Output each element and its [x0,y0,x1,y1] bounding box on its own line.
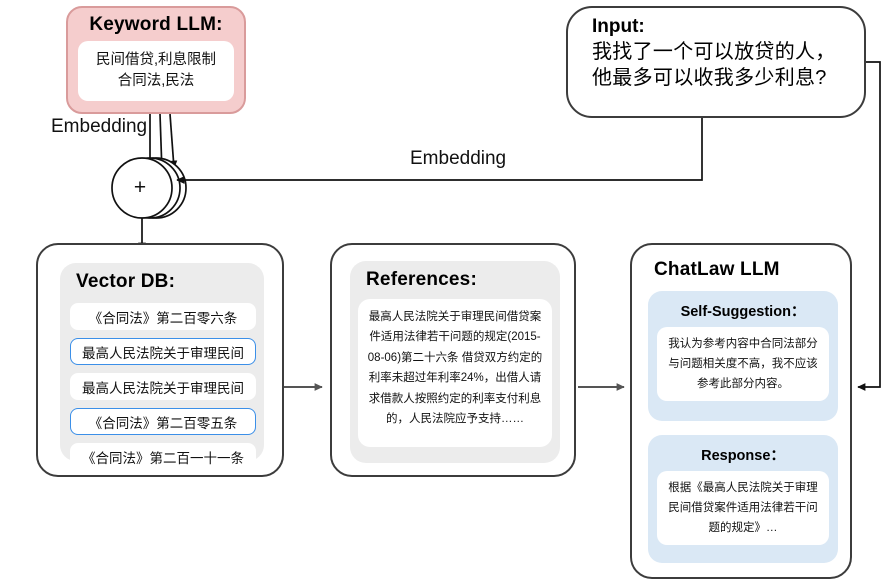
references-title: References: [366,269,477,290]
keyword-llm-card: Keyword LLM: 民间借贷,利息限制 合同法,民法 [66,6,246,114]
chatlaw-llm-card: ChatLaw LLM Self-Suggestion： 我认为参考内容中合同法… [630,243,852,579]
input-question: 我找了一个可以放贷的人， 他最多可以收我多少利息? [592,40,846,91]
plus-icon: + [133,176,147,199]
vector-db-row[interactable]: 《合同法》第二百零六条 [70,303,256,330]
keyword-line-1: 民间借贷,利息限制 [95,51,217,68]
vector-db-row[interactable]: 《合同法》第二百一十一条 [70,443,256,470]
vector-db-row[interactable]: 《合同法》第二百零五条 [70,408,256,435]
input-question-line-2: 他最多可以收我多少利息? [592,66,827,89]
embedding-sum-node: + [100,152,184,224]
references-body: 最高人民法院关于审理民间借贷案件适用法律若干问题的规定(2015-08-06)第… [358,299,552,447]
vector-db-card: Vector DB: 《合同法》第二百零六条最高人民法院关于审理民间最高人民法院… [36,243,284,477]
vector-db-title: Vector DB: [76,271,176,292]
response-body: 根据《最高人民法院关于审理民间借贷案件适用法律若干问题的规定》… [657,471,829,546]
vector-db-row[interactable]: 最高人民法院关于审理民间 [70,338,256,365]
response-block: Response： 根据《最高人民法院关于审理民间借贷案件适用法律若干问题的规定… [648,435,838,563]
chatlaw-title: ChatLaw LLM [654,259,780,280]
response-title: Response： [701,448,785,464]
self-suggestion-body: 我认为参考内容中合同法部分与问题相关度不高，我不应该参考此部分内容。 [657,327,829,402]
keyword-llm-title: Keyword LLM: [89,14,223,35]
self-suggestion-title: Self-Suggestion： [680,304,806,320]
vector-db-row[interactable]: 最高人民法院关于审理民间 [70,373,256,400]
input-title: Input: [592,16,645,37]
self-suggestion-block: Self-Suggestion： 我认为参考内容中合同法部分与问题相关度不高，我… [648,291,838,421]
embedding-label-middle: Embedding [404,148,513,170]
input-card: Input: 我找了一个可以放贷的人， 他最多可以收我多少利息? [566,6,866,118]
keyword-line-2: 合同法,民法 [117,73,195,89]
keyword-llm-keywords: 民间借贷,利息限制 合同法,民法 [78,41,234,101]
input-question-line-1: 我找了一个可以放贷的人， [592,41,836,63]
embedding-label-left: Embedding [49,116,150,138]
references-card: References: 最高人民法院关于审理民间借贷案件适用法律若干问题的规定(… [330,243,576,477]
input-to-chatlaw-feedback-wire [857,61,881,391]
